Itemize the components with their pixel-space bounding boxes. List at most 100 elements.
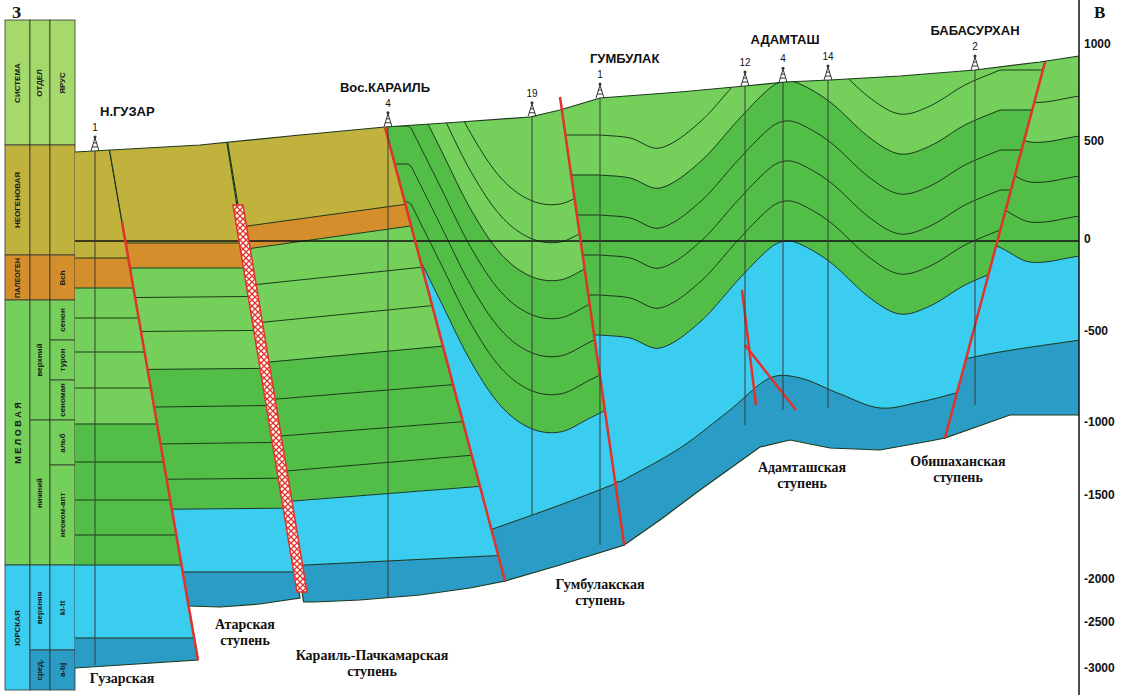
rock-layer [942, 205, 1092, 262]
well-derrick [91, 138, 99, 151]
well-derrick [971, 57, 979, 70]
horizon-line [942, 245, 1092, 262]
well-derrick [528, 104, 536, 117]
stratigraphic-cell [5, 565, 30, 690]
block-name: Караиль-Пачкамарская ступень [272, 648, 472, 680]
depth-value: 0 [1084, 233, 1091, 247]
rock-layer [942, 165, 1092, 222]
stratigraphic-unit: ПАЛЕОГЕН [13, 258, 21, 298]
well-number: 1 [597, 69, 603, 81]
depth-value: 500 [1084, 135, 1104, 149]
depth-value: -2500 [1084, 616, 1115, 630]
well-bore [95, 151, 96, 665]
well-name: ГУМБУЛАК [590, 52, 659, 67]
rock-layer [348, 240, 627, 530]
fault-line [560, 97, 624, 545]
stratigraphic-cell [30, 255, 50, 300]
column-header: СИСТЕМА [13, 63, 22, 103]
rock-layer [80, 442, 302, 480]
well-bore [783, 82, 784, 410]
horizon-line [942, 340, 1092, 362]
fault-line [122, 222, 198, 660]
stratigraphic-unit: М Е Л О В А Я [12, 402, 22, 463]
stratigraphic-cell [50, 650, 75, 690]
stratigraphic-cell [50, 255, 75, 300]
stratigraphic-cell [30, 300, 50, 420]
well-top [599, 83, 602, 86]
stratigraphic-unit: сенон [58, 308, 67, 331]
stratigraphic-unit: Bch [58, 270, 67, 285]
fault-line [945, 62, 1045, 438]
horizon-line [57, 638, 201, 639]
stratigraphic-unit: kl-tt [58, 600, 67, 615]
stratigraphic-cell [5, 20, 30, 145]
stratigraphic-cell [30, 420, 50, 565]
hatched-fault [233, 205, 307, 592]
well-derrick [741, 73, 749, 86]
depth-value: -3000 [1084, 662, 1115, 676]
stratigraphic-cell [50, 20, 75, 145]
fault-block [942, 0, 1092, 695]
wells [91, 55, 979, 666]
horizon-line [80, 508, 302, 510]
stratigraphic-unit: альб [58, 433, 67, 452]
well-top [94, 135, 97, 138]
well-bore [745, 86, 746, 425]
stratigraphic-unit: a-bj [58, 663, 67, 677]
fault-line [742, 290, 756, 405]
rock-layer [57, 638, 201, 695]
block-name: Адамташская ступень [740, 460, 865, 492]
well-top [974, 55, 977, 58]
stratigraphic-unit: ЮРСКАЯ [13, 610, 22, 646]
well-bore [388, 127, 389, 598]
stratigraphic-cell [5, 145, 30, 255]
rock-layer [942, 0, 1092, 102]
well-bore [828, 80, 829, 408]
horizon-line [348, 479, 627, 530]
rock-layer [80, 572, 302, 695]
stratigraphic-cell [50, 340, 75, 380]
fault-line [745, 345, 796, 410]
well-derrick [384, 114, 392, 127]
stratigraphic-cell [30, 20, 50, 145]
stratigraphic-cell [5, 255, 30, 300]
horizon-line [543, 41, 1065, 148]
direction-letter: В [1094, 3, 1105, 23]
rock-layer [942, 340, 1092, 695]
well-bore [600, 98, 601, 545]
depth-value: -2000 [1084, 573, 1115, 587]
stratigraphic-unit: верхняя [35, 591, 44, 624]
stratigraphic-unit: верхний [35, 343, 44, 376]
block-name: Гузарская [90, 671, 154, 687]
depth-value: -500 [1084, 325, 1108, 339]
well-bore [975, 70, 976, 405]
block-name: Гумбулакская ступень [538, 577, 663, 609]
well-top [387, 111, 390, 114]
well-number: 14 [822, 51, 833, 63]
well-bore [532, 117, 533, 515]
depth-value: -1000 [1084, 416, 1115, 430]
well-name: БАБАСУРХАН [930, 24, 1019, 39]
well-number: 12 [739, 57, 750, 69]
horizon-line [57, 565, 201, 566]
stratigraphic-unit: сеноман [58, 383, 67, 417]
rock-layer [80, 508, 302, 572]
horizon-line [201, 555, 507, 570]
direction-letter: З [12, 3, 21, 23]
well-derrick [596, 85, 604, 98]
block-outline [945, 0, 1090, 438]
well-top [827, 65, 830, 68]
stratigraphic-unit: сред. [35, 659, 44, 680]
rock-layer [201, 484, 507, 570]
fault-line [385, 127, 505, 581]
stratigraphic-cell [30, 650, 50, 690]
well-name: АДАМТАШ [751, 33, 820, 48]
block-name: Обишаханская ступень [893, 454, 1023, 486]
ground-surface [75, 56, 1079, 152]
stratigraphic-unit: неоком-апт [58, 493, 67, 538]
rock-layer [57, 565, 201, 638]
horizon-line [80, 478, 302, 480]
stratigraphic-cell [50, 420, 75, 465]
horizon-line [80, 572, 302, 573]
